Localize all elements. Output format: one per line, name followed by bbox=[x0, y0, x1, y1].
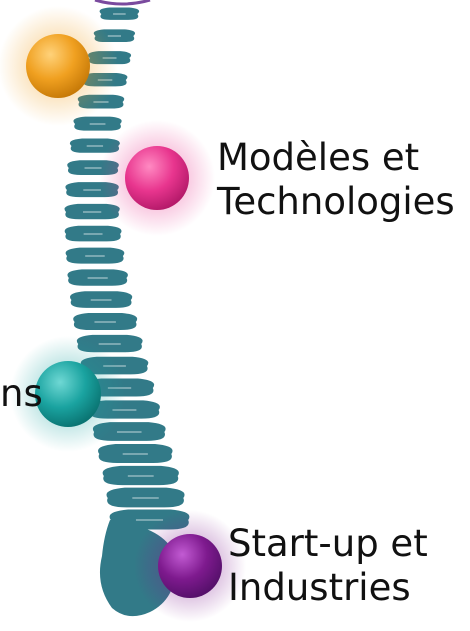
vertebra-disc bbox=[87, 277, 108, 279]
vertebra bbox=[69, 291, 133, 308]
vertebra-disc bbox=[82, 211, 102, 213]
vertebra bbox=[73, 116, 122, 131]
node-pink bbox=[99, 120, 215, 236]
node-purple bbox=[134, 510, 246, 622]
vertebra bbox=[67, 269, 128, 286]
vertebra-disc bbox=[98, 343, 121, 345]
vertebra-disc bbox=[112, 409, 137, 411]
vertebra-disc bbox=[94, 321, 116, 323]
vertebra-disc bbox=[83, 233, 103, 235]
vertebra-disc bbox=[86, 145, 104, 147]
vertebra bbox=[64, 203, 120, 220]
top-arc bbox=[94, 0, 151, 6]
vertebra bbox=[64, 225, 122, 242]
vertebra-disc bbox=[132, 497, 159, 499]
label-purple-node: Start-up et Industries bbox=[228, 522, 428, 609]
vertebra bbox=[73, 313, 138, 331]
vertebra-disc bbox=[135, 519, 164, 521]
vertebra bbox=[98, 444, 173, 463]
vertebra-disc bbox=[84, 167, 102, 169]
vertebra-disc bbox=[89, 123, 106, 125]
vertebra bbox=[102, 465, 179, 486]
vertebra-disc bbox=[127, 475, 154, 477]
vertebra-disc bbox=[83, 189, 101, 191]
vertebra-disc bbox=[113, 13, 126, 15]
vertebra-disc bbox=[122, 453, 148, 455]
label-teal-node: ns bbox=[0, 372, 43, 415]
label-pink-node: Modèles et Technologies bbox=[217, 136, 455, 223]
node-orange bbox=[0, 6, 118, 126]
vertebra-disc bbox=[85, 255, 105, 257]
vertebra bbox=[65, 247, 125, 264]
vertebra bbox=[106, 487, 185, 508]
vertebra-disc bbox=[107, 35, 122, 37]
vertebra-disc bbox=[116, 431, 142, 433]
node-teal bbox=[10, 336, 126, 452]
vertebra bbox=[99, 7, 140, 20]
vertebra-disc bbox=[90, 299, 112, 301]
